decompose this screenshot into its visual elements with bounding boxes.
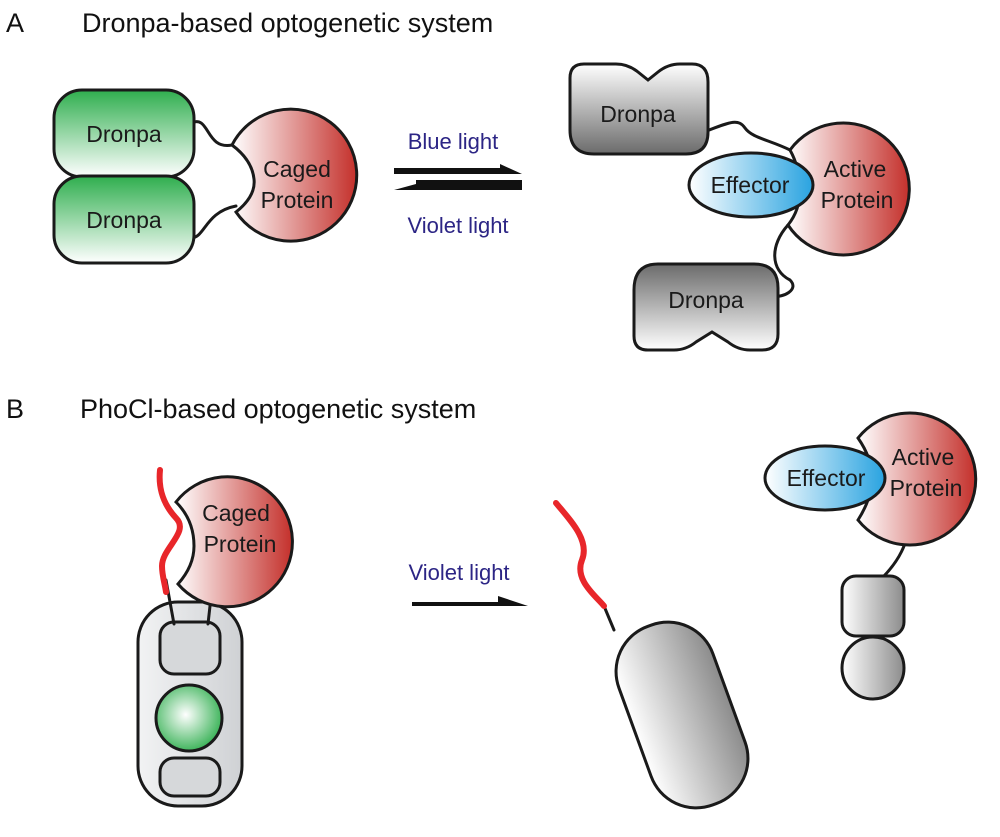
phocl-fragment-upper bbox=[840, 574, 906, 638]
red-fragment-released bbox=[553, 500, 607, 609]
panel-b-letter: B bbox=[6, 394, 24, 424]
linker-dark-bottom bbox=[772, 223, 795, 298]
dronpa-dark-label-2: Dronpa bbox=[668, 287, 744, 313]
panel-b-title: PhoCl-based optogenetic system bbox=[80, 394, 476, 424]
dronpa-dimer-bottom bbox=[52, 174, 196, 265]
reverse-arrow bbox=[394, 180, 522, 190]
dronpa-dark-bottom bbox=[632, 262, 780, 352]
photocleavage-arrow bbox=[412, 596, 528, 606]
caged-protein-b-label-1: Caged bbox=[202, 500, 270, 526]
dronpa-dark-label-1: Dronpa bbox=[600, 101, 676, 127]
panel-a-title: Dronpa-based optogenetic system bbox=[82, 8, 493, 38]
phocl-fragment-lower bbox=[840, 635, 906, 701]
dronpa-label-1: Dronpa bbox=[86, 121, 162, 147]
phocl-lower-segment bbox=[158, 756, 222, 798]
panel-a-letter: A bbox=[6, 8, 24, 38]
active-protein-a-label-1: Active bbox=[824, 156, 887, 182]
cleaved-phocl-barrel bbox=[614, 620, 750, 810]
caged-protein-a-label-1: Caged bbox=[263, 156, 331, 182]
caged-protein-a-label-2: Protein bbox=[261, 187, 334, 213]
red-fragment-caged bbox=[156, 467, 183, 595]
violet-light-label: Violet light bbox=[407, 213, 508, 238]
active-protein-b-label-1: Active bbox=[892, 444, 955, 470]
active-protein-b-label-2: Protein bbox=[890, 475, 963, 501]
active-protein-a-label-2: Protein bbox=[821, 187, 894, 213]
dronpa-label-2: Dronpa bbox=[86, 207, 162, 233]
blue-light-label: Blue light bbox=[408, 129, 499, 154]
caged-protein-b-label-2: Protein bbox=[204, 531, 277, 557]
phocl-chromophore bbox=[154, 683, 224, 753]
violet-light-label-b: Violet light bbox=[408, 560, 509, 585]
effector-a-label: Effector bbox=[711, 172, 790, 198]
forward-arrow bbox=[394, 164, 522, 174]
effector-a bbox=[687, 151, 815, 219]
linker-dark-top bbox=[702, 120, 792, 152]
caged-protein-a bbox=[230, 107, 359, 243]
phocl-upper-segment bbox=[158, 620, 222, 676]
linker-dronpa-bottom bbox=[189, 204, 238, 240]
dronpa-dark-top bbox=[568, 62, 710, 156]
caged-protein-b bbox=[174, 475, 294, 609]
linker-dronpa-top bbox=[189, 120, 234, 147]
linker-cleaved-barrel bbox=[602, 604, 616, 632]
effector-b bbox=[763, 444, 887, 512]
effector-b-label: Effector bbox=[787, 465, 866, 491]
